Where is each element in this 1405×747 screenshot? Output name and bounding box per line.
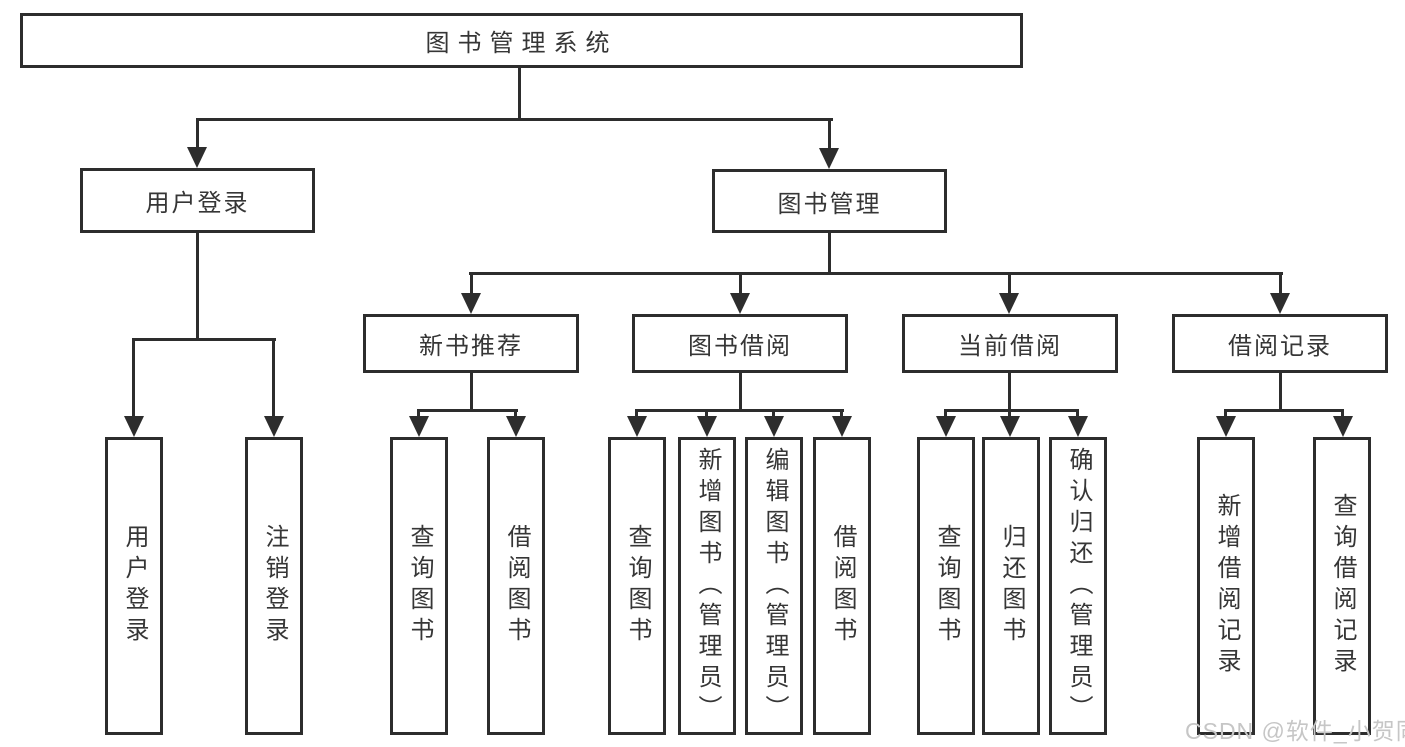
leaf-br-query-record: 查询借阅记录: [1313, 437, 1371, 735]
arrowhead-icon: [697, 416, 717, 437]
leaf-label: 归还图书: [998, 524, 1025, 648]
node-borrow-records: 借阅记录: [1172, 314, 1388, 373]
leaf-label: 查询图书: [624, 524, 651, 648]
leaf-logout: 注销登录: [245, 437, 303, 735]
connector-line: [1279, 272, 1282, 293]
connector-line: [944, 409, 947, 417]
connector-line: [518, 66, 521, 121]
connector-line: [196, 118, 833, 121]
leaf-user-login: 用户登录: [105, 437, 163, 735]
leaf-label: 编辑图书（管理员）: [761, 446, 788, 726]
arrowhead-icon: [506, 416, 526, 437]
node-current-borrow: 当前借阅: [902, 314, 1118, 373]
leaf-cb-return-books: 归还图书: [982, 437, 1040, 735]
connector-line: [828, 118, 831, 148]
connector-line: [417, 409, 420, 417]
leaf-label: 查询图书: [933, 524, 960, 648]
csdn-watermark: CSDN @软件_小贺同学: [1185, 718, 1405, 744]
leaf-label: 查询借阅记录: [1329, 493, 1356, 679]
connector-line: [739, 371, 742, 412]
arrowhead-icon: [264, 416, 284, 437]
arrowhead-icon: [999, 293, 1019, 314]
connector-line: [272, 338, 275, 416]
connector-line: [132, 338, 135, 416]
leaf-bb-add-books-admin: 新增图书（管理员）: [678, 437, 736, 735]
leaf-bb-query-books: 查询图书: [608, 437, 666, 735]
leaf-bb-edit-books-admin: 编辑图书（管理员）: [745, 437, 803, 735]
arrowhead-icon: [1216, 416, 1236, 437]
leaf-label: 借阅图书: [503, 524, 530, 648]
connector-line: [514, 409, 517, 417]
arrowhead-icon: [1068, 416, 1088, 437]
connector-line: [196, 231, 199, 341]
node-root: 图书管理系统: [20, 13, 1023, 68]
connector-line: [840, 409, 843, 417]
node-new-book-recommend: 新书推荐: [363, 314, 579, 373]
leaf-label: 注销登录: [261, 524, 288, 648]
arrowhead-icon: [409, 416, 429, 437]
leaf-bb-borrow-books: 借阅图书: [813, 437, 871, 735]
leaf-nbr-query-books: 查询图书: [390, 437, 448, 735]
leaf-label: 查询图书: [406, 524, 433, 648]
leaf-nbr-borrow-books: 借阅图书: [487, 437, 545, 735]
arrowhead-icon: [730, 293, 750, 314]
arrowhead-icon: [187, 147, 207, 168]
connector-line: [1076, 409, 1079, 417]
leaf-cb-query-books: 查询图书: [917, 437, 975, 735]
arrowhead-icon: [1000, 416, 1020, 437]
connector-line: [470, 371, 473, 412]
leaf-label: 新增图书（管理员）: [694, 446, 721, 726]
connector-line: [635, 409, 638, 417]
connector-line: [1341, 409, 1344, 417]
connector-line: [772, 409, 775, 417]
connector-line: [1008, 272, 1011, 293]
connector-line: [132, 338, 276, 341]
node-book-borrow: 图书借阅: [632, 314, 848, 373]
connector-line: [469, 272, 1283, 275]
arrowhead-icon: [764, 416, 784, 437]
connector-line: [705, 409, 708, 417]
connector-line: [470, 272, 473, 293]
arrowhead-icon: [936, 416, 956, 437]
leaf-label: 用户登录: [121, 524, 148, 648]
arrowhead-icon: [461, 293, 481, 314]
node-user-login: 用户登录: [80, 168, 315, 233]
connector-line: [739, 272, 742, 293]
connector-line: [828, 231, 831, 275]
connector-line: [1008, 409, 1011, 417]
node-book-management: 图书管理: [712, 169, 947, 233]
leaf-label: 新增借阅记录: [1213, 493, 1240, 679]
connector-line: [635, 409, 844, 412]
connector-line: [944, 409, 1079, 412]
leaf-br-add-record: 新增借阅记录: [1197, 437, 1255, 735]
leaf-cb-confirm-return-admin: 确认归还（管理员）: [1049, 437, 1107, 735]
arrowhead-icon: [1270, 293, 1290, 314]
arrowhead-icon: [124, 416, 144, 437]
connector-line: [1008, 371, 1011, 412]
connector-line: [196, 118, 199, 148]
leaf-label: 借阅图书: [829, 524, 856, 648]
connector-line: [417, 409, 518, 412]
leaf-label: 确认归还（管理员）: [1065, 446, 1092, 726]
arrowhead-icon: [627, 416, 647, 437]
arrowhead-icon: [1333, 416, 1353, 437]
connector-line: [1224, 409, 1227, 417]
connector-line: [1279, 371, 1282, 412]
arrowhead-icon: [832, 416, 852, 437]
arrowhead-icon: [819, 148, 839, 169]
connector-line: [1224, 409, 1344, 412]
